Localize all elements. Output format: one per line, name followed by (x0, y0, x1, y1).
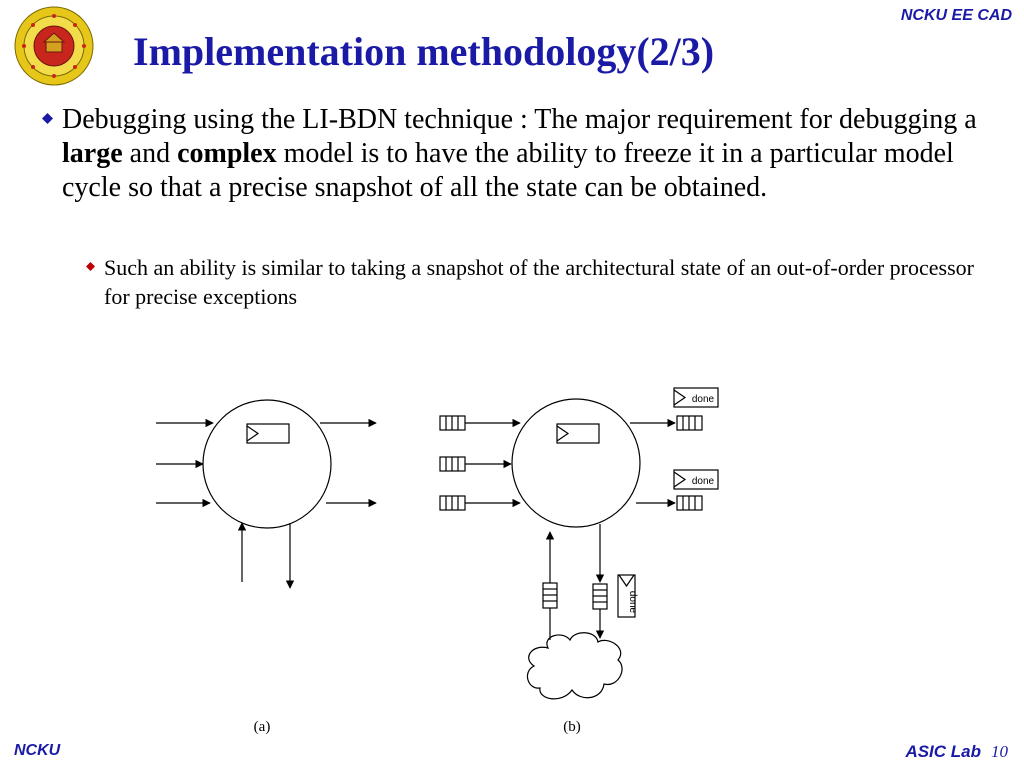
diagram-a (156, 399, 377, 589)
fifo-queue (439, 456, 466, 472)
done-label: done (627, 591, 638, 614)
page-number: 10 (991, 742, 1008, 761)
done-box (617, 574, 636, 618)
fifo-queue (439, 495, 466, 511)
bullet-main-part3: model is to have the ability to freeze i… (62, 138, 954, 203)
bullet-sub: Such an ability is similar to taking a s… (86, 253, 976, 311)
diamond-bullet-icon (42, 113, 53, 124)
register-box-b (556, 423, 600, 444)
fifo-queue (592, 583, 608, 610)
module-circle-a (202, 399, 332, 529)
bullet-main-text: Debugging using the LI-BDN technique : T… (62, 103, 992, 205)
bullet-main-bold-large: large (62, 138, 123, 169)
done-label: done (692, 476, 715, 487)
done-box (673, 387, 719, 408)
caption-a: (a) (254, 719, 271, 735)
footer-lab-and-page: ASIC Lab 10 (905, 742, 1008, 762)
done-box (673, 469, 719, 490)
university-seal-icon (14, 6, 94, 86)
cloud-shape (526, 632, 623, 700)
bullet-main: Debugging using the LI-BDN technique : T… (42, 103, 992, 205)
diagram-b (439, 387, 719, 700)
module-circle-b (511, 398, 641, 528)
header-org-label: NCKU EE CAD (900, 7, 1012, 24)
caption-b: (b) (563, 719, 581, 735)
bullet-main-bold-complex: complex (177, 138, 277, 169)
fifo-queue (439, 415, 466, 431)
fifo-queue (542, 582, 558, 609)
footer-lab-label: ASIC Lab (905, 742, 981, 761)
done-label: done (692, 394, 715, 405)
footer-university-label: NCKU (14, 742, 61, 759)
bullet-main-part2: and (122, 138, 178, 169)
fifo-queue (676, 495, 703, 511)
bullet-main-part1: Debugging using the LI-BDN technique : T… (62, 104, 977, 135)
slide-title: Implementation methodology(2/3) (133, 29, 715, 74)
diamond-bullet-icon (86, 262, 95, 271)
fifo-queue (676, 415, 703, 431)
bullet-sub-text: Such an ability is similar to taking a s… (104, 255, 974, 309)
register-box-a (246, 423, 290, 444)
